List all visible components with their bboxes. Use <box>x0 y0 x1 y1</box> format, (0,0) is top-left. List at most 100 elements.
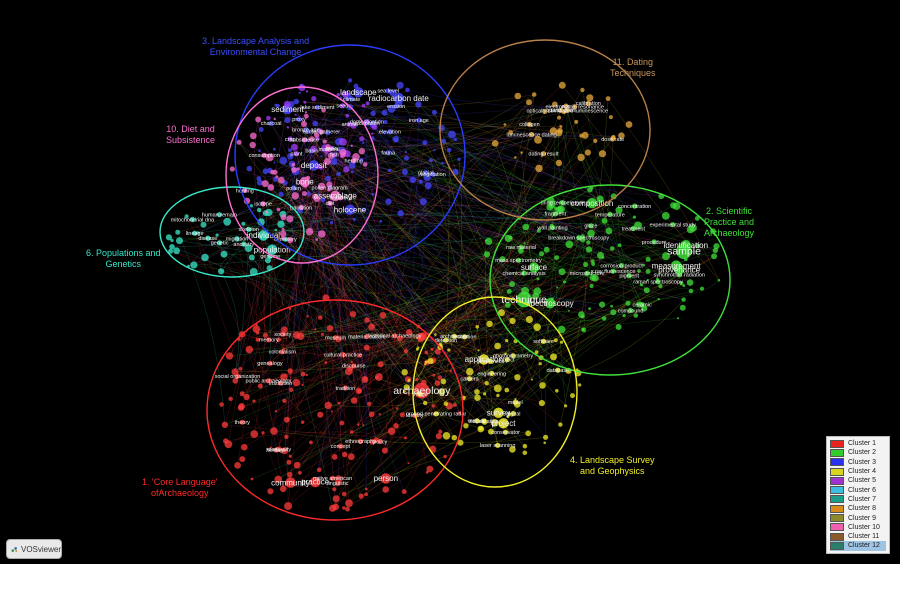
term-label[interactable]: skeleton <box>238 227 259 233</box>
network-node[interactable] <box>385 198 392 205</box>
term-node[interactable] <box>474 418 480 424</box>
network-node[interactable] <box>288 454 292 458</box>
term-node[interactable] <box>430 171 436 177</box>
network-node[interactable] <box>509 446 516 453</box>
term-node[interactable] <box>510 353 516 359</box>
network-node[interactable] <box>543 246 550 253</box>
network-node[interactable] <box>348 78 353 83</box>
term-node[interactable] <box>489 370 495 376</box>
term-node[interactable] <box>510 411 516 417</box>
network-node[interactable] <box>409 176 417 184</box>
network-node[interactable] <box>267 184 275 191</box>
network-node[interactable] <box>363 377 368 381</box>
term-label[interactable]: database <box>547 368 570 374</box>
network-node[interactable] <box>367 401 372 406</box>
term-label[interactable]: concept <box>331 444 351 450</box>
legend-item[interactable]: Cluster 11 <box>830 532 886 541</box>
network-node[interactable] <box>415 377 419 382</box>
network-node[interactable] <box>196 231 200 235</box>
network-node[interactable] <box>218 268 225 275</box>
term-node[interactable] <box>655 279 661 285</box>
network-node[interactable] <box>457 411 461 415</box>
network-node[interactable] <box>538 400 546 407</box>
term-label[interactable]: visualization <box>469 419 499 425</box>
network-node[interactable] <box>642 263 645 267</box>
term-label[interactable]: herding <box>345 158 363 164</box>
network-node[interactable] <box>504 352 507 356</box>
term-node[interactable] <box>385 150 391 156</box>
network-node[interactable] <box>325 130 331 136</box>
network-node[interactable] <box>301 420 305 424</box>
network-node[interactable] <box>287 471 293 478</box>
term-node[interactable] <box>393 92 404 104</box>
network-node[interactable] <box>431 404 435 408</box>
term-label[interactable]: quartz grain <box>546 108 575 114</box>
network-node[interactable] <box>564 404 568 408</box>
network-node[interactable] <box>361 103 366 108</box>
network-node[interactable] <box>559 125 563 128</box>
term-node[interactable] <box>626 273 632 279</box>
network-node[interactable] <box>534 136 542 144</box>
term-node[interactable] <box>619 262 625 269</box>
term-node[interactable] <box>563 103 569 109</box>
term-node[interactable] <box>217 240 223 246</box>
network-node[interactable] <box>699 286 705 291</box>
network-node[interactable] <box>284 434 289 439</box>
network-node[interactable] <box>292 378 301 387</box>
network-node[interactable] <box>585 246 593 253</box>
term-label[interactable]: migration <box>226 237 249 243</box>
network-node[interactable] <box>601 256 605 259</box>
network-node[interactable] <box>324 150 329 155</box>
term-label[interactable]: transition <box>290 205 312 211</box>
term-node[interactable] <box>516 291 532 308</box>
network-node[interactable] <box>319 166 323 170</box>
network-node[interactable] <box>514 398 517 401</box>
network-node[interactable] <box>318 182 326 191</box>
network-node[interactable] <box>378 119 382 122</box>
network-node[interactable] <box>325 175 331 182</box>
network-node[interactable] <box>494 342 501 350</box>
term-label[interactable]: pollen <box>286 186 301 192</box>
term-node[interactable] <box>192 230 198 236</box>
network-node[interactable] <box>404 150 408 154</box>
network-node[interactable] <box>401 489 407 495</box>
term-node[interactable] <box>205 235 211 241</box>
network-node[interactable] <box>463 423 469 429</box>
network-node[interactable] <box>258 149 261 152</box>
network-node[interactable] <box>484 239 487 242</box>
network-node[interactable] <box>475 325 480 329</box>
term-label[interactable]: surface <box>521 263 548 272</box>
network-node[interactable] <box>578 383 582 387</box>
network-node[interactable] <box>539 382 546 389</box>
network-node[interactable] <box>399 412 405 418</box>
network-node[interactable] <box>358 493 364 499</box>
network-node[interactable] <box>549 127 558 135</box>
term-node[interactable] <box>544 298 556 309</box>
network-node[interactable] <box>505 339 509 343</box>
network-node[interactable] <box>274 410 278 413</box>
network-node[interactable] <box>657 298 661 301</box>
network-node[interactable] <box>262 168 269 175</box>
term-label[interactable]: vegetation <box>420 172 445 178</box>
network-node[interactable] <box>348 161 356 169</box>
network-node[interactable] <box>520 151 523 154</box>
network-node[interactable] <box>490 419 499 427</box>
network-node[interactable] <box>506 288 512 294</box>
term-node[interactable] <box>330 190 341 202</box>
term-node[interactable] <box>293 151 299 157</box>
term-label[interactable]: collagen <box>519 122 540 128</box>
network-node[interactable] <box>274 103 278 107</box>
network-node[interactable] <box>536 277 540 281</box>
network-node[interactable] <box>530 378 533 381</box>
network-node[interactable] <box>379 219 383 223</box>
network-node[interactable] <box>302 191 307 197</box>
term-node[interactable] <box>234 236 240 242</box>
network-node[interactable] <box>405 87 410 93</box>
network-node[interactable] <box>396 407 399 410</box>
network-node[interactable] <box>474 394 481 401</box>
term-node[interactable] <box>337 443 343 449</box>
network-node[interactable] <box>522 223 530 231</box>
network-node[interactable] <box>387 168 392 173</box>
network-node[interactable] <box>359 158 364 162</box>
network-node[interactable] <box>536 228 541 233</box>
